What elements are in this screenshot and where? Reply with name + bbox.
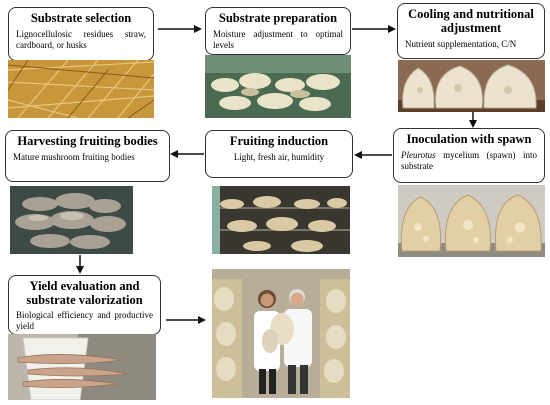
step-substrate-preparation: Substrate preparation Moisture adjustmen… — [205, 7, 351, 55]
step-title: Inoculation with spawn — [406, 132, 532, 146]
step-desc: Pleurotus mycelium (spawn) into substrat… — [401, 150, 537, 171]
step-title: Harvesting fruiting bodies — [17, 134, 158, 148]
genus-name: Pleurotus — [401, 150, 436, 160]
straw-image — [8, 60, 154, 118]
step-title: Yield evaluation and substrate valorizat… — [26, 279, 143, 307]
bucket-image — [8, 334, 156, 400]
arrow-inoculation-to-fruiting — [354, 150, 392, 160]
step-title: Substrate selection — [30, 11, 132, 25]
substrate-image — [205, 55, 351, 118]
arrow-preparation-to-cooling — [352, 24, 396, 34]
step-fruiting-induction: Fruiting induction Light, fresh air, hum… — [205, 130, 353, 178]
arrow-fruiting-to-harvesting — [170, 149, 204, 159]
step-title: Fruiting induction — [229, 134, 329, 148]
step-substrate-selection: Substrate selection Lignocellulosic resi… — [8, 7, 154, 61]
fruiting-room-photo — [212, 186, 350, 254]
step-harvesting: Harvesting fruiting bodies Mature mushro… — [5, 130, 170, 182]
step-title: Cooling and nutritional adjustment — [408, 7, 534, 35]
step-inoculation: Inoculation with spawn Pleurotus myceliu… — [393, 128, 545, 183]
step-yield-evaluation: Yield evaluation and substrate valorizat… — [8, 275, 161, 335]
harvest-image — [10, 186, 133, 254]
spawn-bags-photo — [398, 185, 545, 257]
researchers-photo — [212, 269, 350, 398]
step-desc: Mature mushroom fruiting bodies — [13, 152, 135, 162]
prepared-substrate-photo — [205, 55, 351, 118]
arrow-cooling-to-inoculation — [468, 112, 478, 128]
step-desc: Moisture adjustment to optimal levels — [213, 29, 343, 50]
arrow-harvesting-to-yield — [75, 255, 85, 274]
fruiting-image — [212, 186, 350, 254]
bags-image — [398, 60, 545, 112]
people-image — [212, 269, 350, 398]
step-desc: Biological efficiency and productive yie… — [16, 310, 153, 331]
step-desc-rest: mycelium (spawn) into substrate — [401, 150, 537, 171]
step-cooling-adjustment: Cooling and nutritional adjustment Nutri… — [397, 3, 545, 59]
step-desc: Lignocellulosic residues straw, cardboar… — [16, 29, 146, 50]
straw-photo — [8, 60, 154, 118]
spawn-bags-image — [398, 185, 545, 257]
yield-bucket-photo — [8, 334, 156, 400]
arrow-yield-to-researchers — [166, 315, 206, 325]
arrow-selection-to-preparation — [158, 24, 202, 34]
step-desc: Light, fresh air, humidity — [233, 152, 325, 162]
step-desc: Nutrient supplementation, C/N — [405, 39, 517, 49]
step-title: Substrate preparation — [218, 11, 338, 25]
substrate-bags-photo — [398, 60, 545, 112]
harvest-mushrooms-photo — [10, 186, 133, 254]
